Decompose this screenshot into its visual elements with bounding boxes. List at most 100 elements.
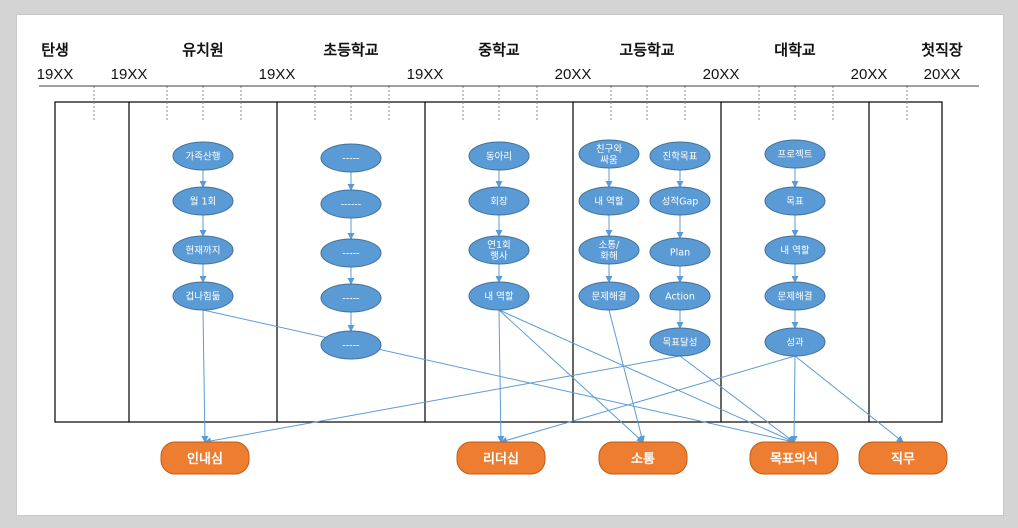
node-label: 소통/	[599, 240, 620, 251]
node-label: 내 역할	[594, 197, 623, 208]
outcome-arrow	[497, 309, 505, 443]
node-k1: 가족산행	[172, 141, 234, 171]
node-label: 회장	[490, 197, 508, 208]
node-label: Action	[665, 292, 695, 303]
outcome-box	[456, 441, 546, 475]
node-ellipse	[172, 235, 234, 265]
node-ellipse	[468, 186, 530, 216]
node-m1: 동아리	[468, 141, 530, 171]
node-m4: 내 역할	[468, 281, 530, 311]
node-ellipse	[764, 139, 826, 169]
node-e3: -----	[320, 238, 382, 268]
node-ellipse	[764, 235, 826, 265]
stage-label-high: 고등학교	[619, 41, 674, 59]
node-ellipse	[468, 235, 530, 265]
node-label: 문제해결	[778, 291, 813, 303]
node-label: 목표달성	[663, 337, 698, 349]
node-label: 화해	[600, 250, 617, 262]
year-label: 19XX	[37, 66, 74, 83]
node-ellipse	[649, 237, 711, 267]
year-label: 19XX	[259, 66, 296, 83]
outcome-leadership: 리더십	[456, 441, 546, 475]
stage-label-birth: 탄생	[41, 41, 69, 59]
node-label: 성과	[786, 338, 804, 349]
year-label: 20XX	[851, 66, 888, 83]
outcome-goal-awareness: 목표의식	[749, 441, 839, 475]
node-e1: -----	[320, 143, 382, 173]
node-ellipse	[649, 186, 711, 216]
node-ellipse	[172, 141, 234, 171]
node-label: 성적Gap	[662, 196, 699, 208]
node-ellipse	[649, 281, 711, 311]
node-label: -----	[342, 294, 359, 305]
outcome-arrow	[608, 309, 645, 443]
outcome-arrow	[498, 309, 644, 443]
outcome-arrow	[204, 355, 681, 445]
node-ellipse	[764, 327, 826, 357]
year-label: 20XX	[555, 66, 592, 83]
node-label: 진학목표	[663, 152, 698, 163]
node-ellipse	[649, 141, 711, 171]
node-ellipse	[320, 189, 382, 219]
outcome-label: 소통	[631, 452, 655, 467]
node-m2: 회장	[468, 186, 530, 216]
outcome-box	[858, 441, 948, 475]
node-h8: Action	[649, 281, 711, 311]
node-label: -----	[342, 249, 359, 260]
node-ellipse	[320, 283, 382, 313]
node-h4: 문제해결	[578, 281, 640, 311]
stage-label-elementary: 초등학교	[323, 41, 378, 59]
node-ellipse	[578, 281, 640, 311]
outcome-box	[160, 441, 250, 475]
outcome-communication: 소통	[598, 441, 688, 475]
node-h2: 내 역할	[578, 186, 640, 216]
year-label: 20XX	[703, 66, 740, 83]
outcome-label: 목표의식	[770, 451, 818, 467]
outcome-job: 직무	[858, 441, 948, 475]
outcome-label: 인내심	[187, 451, 223, 467]
node-h5: 진학목표	[649, 141, 711, 171]
node-u4: 문제해결	[764, 281, 826, 311]
node-e4: -----	[320, 283, 382, 313]
node-label: 월 1회	[190, 196, 217, 208]
node-label: ------	[341, 200, 362, 211]
node-ellipse	[578, 235, 640, 265]
outcome-arrow	[794, 355, 904, 443]
node-label: 친구와	[596, 143, 622, 155]
stage-label-university: 대학교	[774, 41, 816, 59]
node-u5: 성과	[764, 327, 826, 357]
node-ellipse	[172, 186, 234, 216]
node-h9: 목표달성	[649, 327, 711, 357]
node-label: 연1회	[487, 240, 511, 251]
stage-label-middle: 중학교	[478, 41, 520, 59]
node-label: 내 역할	[780, 246, 809, 257]
outcome-box	[598, 441, 688, 475]
node-label: -----	[342, 154, 359, 165]
outcome-arrow	[500, 355, 796, 444]
year-label: 20XX	[924, 66, 961, 83]
node-label: 싸움	[600, 155, 618, 166]
node-label: 내 역할	[484, 292, 513, 303]
node-label: 현재까지	[186, 246, 221, 257]
node-label: 프로젝트	[778, 150, 813, 161]
node-label: 문제해결	[592, 291, 627, 303]
node-label: 가족산행	[186, 151, 221, 163]
node-u3: 내 역할	[764, 235, 826, 265]
node-ellipse	[764, 186, 826, 216]
outcome-arrow	[202, 309, 795, 445]
outcome-arrow	[498, 309, 795, 443]
node-ellipse	[320, 330, 382, 360]
node-u2: 목표	[764, 186, 826, 216]
node-k2: 월 1회	[172, 186, 234, 216]
node-ellipse	[468, 141, 530, 171]
year-label: 19XX	[407, 66, 444, 83]
outcome-arrow	[790, 355, 798, 443]
node-h7: Plan	[649, 237, 711, 267]
node-h6: 성적Gap	[649, 186, 711, 216]
outcome-arrow	[679, 355, 795, 443]
node-ellipse	[649, 327, 711, 357]
outcome-label: 리더십	[483, 451, 519, 467]
